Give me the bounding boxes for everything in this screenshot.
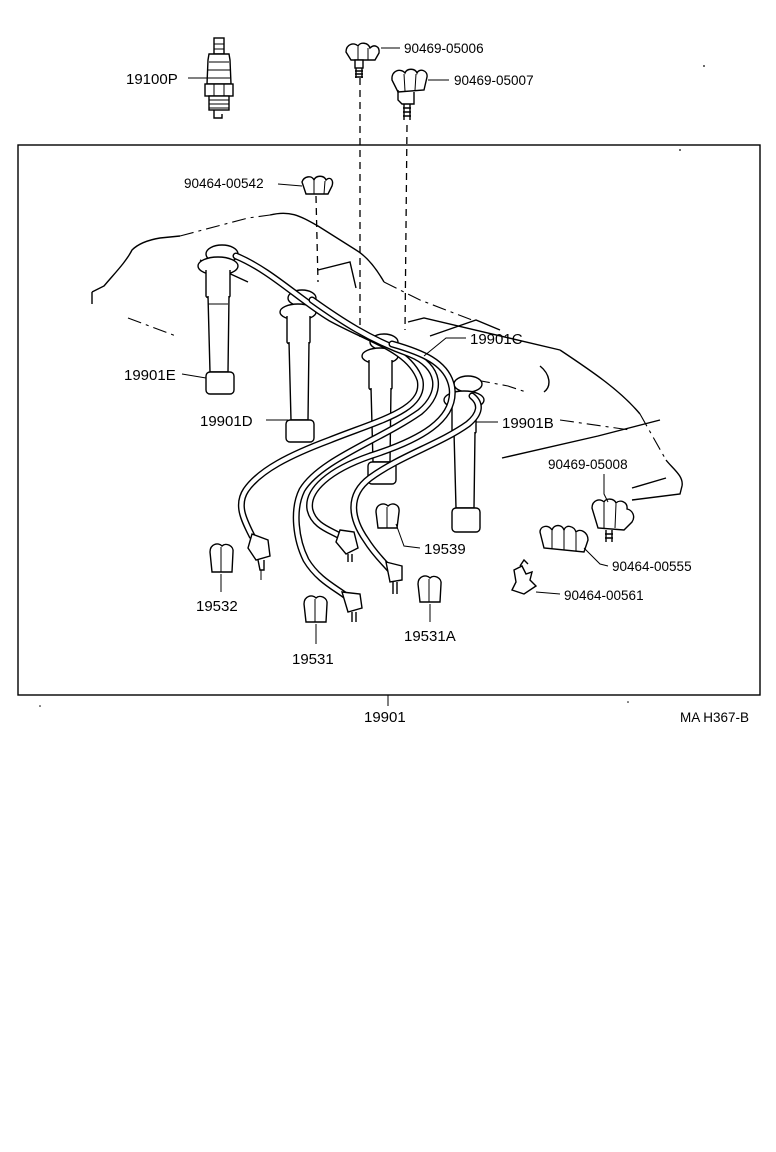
- clamp-dashed-leader: [315, 195, 319, 283]
- cable-end-connectors: [247, 529, 403, 622]
- label-19100P: 19100P: [126, 71, 178, 88]
- clip-05006-drawing: [345, 42, 380, 78]
- boot-19901B-drawing: [443, 375, 485, 533]
- clamp-00542-drawing: [301, 175, 334, 195]
- ignition-cables: [232, 252, 482, 600]
- engine-head-outline: [91, 212, 683, 501]
- label-19901B: 19901B: [502, 415, 554, 432]
- holder-19532-drawing: [209, 543, 234, 573]
- label-90464-00555: 90464-00555: [612, 559, 692, 574]
- label-90464-00561: 90464-00561: [564, 588, 644, 603]
- label-19531A: 19531A: [404, 628, 456, 645]
- label-90469-05006: 90469-05006: [404, 41, 484, 56]
- label-19901D: 19901D: [200, 413, 253, 430]
- clip-05008-drawing: [591, 498, 635, 542]
- scan-speck: [703, 65, 705, 67]
- clamp-00561-drawing: [511, 558, 538, 595]
- clip-05007-drawing: [391, 68, 428, 120]
- holder-19539-drawing: [375, 503, 400, 529]
- label-19901E: 19901E: [124, 367, 176, 384]
- boot-19901D-drawing: [279, 289, 317, 443]
- label-19901C: 19901C: [470, 331, 523, 348]
- label-90464-00542: 90464-00542: [184, 176, 264, 191]
- label-19531: 19531: [292, 651, 334, 668]
- label-19901: 19901: [364, 709, 406, 726]
- label-19532: 19532: [196, 598, 238, 615]
- label-leaders: [181, 47, 609, 706]
- spark-plug-drawing: [204, 37, 234, 119]
- clamp-00555-drawing: [539, 524, 589, 553]
- label-90469-05008: 90469-05008: [548, 457, 628, 472]
- holder-19531A-drawing: [417, 575, 442, 603]
- holder-19531-drawing: [303, 595, 328, 623]
- boot-19901E-drawing: [197, 244, 239, 395]
- scan-speck: [627, 701, 629, 703]
- scan-speck: [679, 149, 681, 151]
- label-90469-05007: 90469-05007: [454, 73, 534, 88]
- label-19539: 19539: [424, 541, 466, 558]
- scan-speck: [39, 705, 41, 707]
- figure-code: MA H367-B: [680, 710, 749, 725]
- assembly-frame: [17, 144, 761, 696]
- clip-b-dashed-leader: [404, 124, 408, 331]
